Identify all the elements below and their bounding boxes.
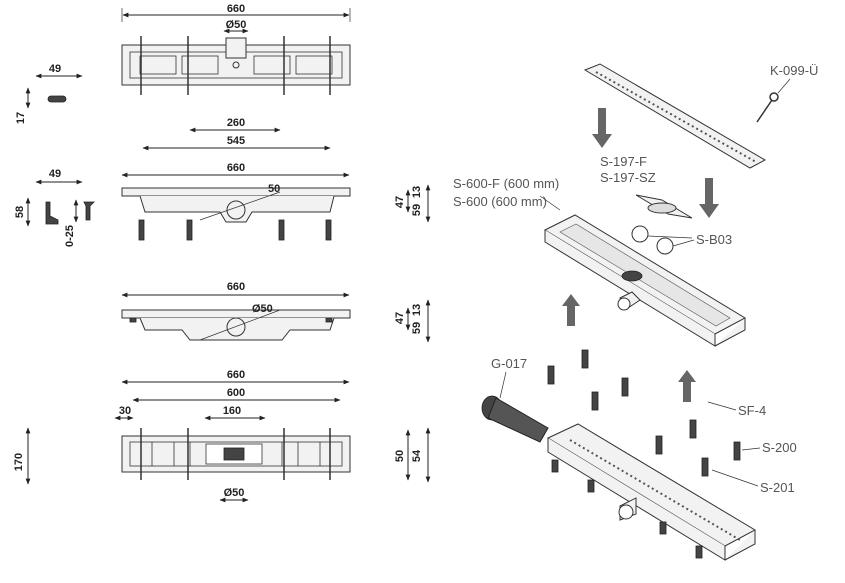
- dim-bottom-54: 54: [411, 449, 423, 462]
- label-sf4: SF-4: [738, 403, 766, 418]
- dim-top-outlet: Ø50: [226, 19, 247, 31]
- label-s201: S-201: [760, 480, 795, 495]
- assembled-channel: [546, 423, 757, 547]
- dim-side2-660: 660: [227, 281, 245, 293]
- label-k099: K-099-Ü: [770, 63, 818, 78]
- arrow-down-icon: [592, 108, 612, 148]
- bottom-view: 660 600 30 160 Ø50 170: [13, 369, 351, 503]
- side-view-1: 260 545 660 50: [121, 117, 351, 241]
- dim-side1-13: 13: [411, 186, 423, 198]
- dim-bottom-160: 160: [223, 405, 241, 417]
- dim-side2-47: 47: [394, 312, 406, 324]
- label-sb03: S-B03: [696, 232, 732, 247]
- clip-detail-side: 49 58 0-25: [14, 168, 95, 247]
- dim-bottom-50: 50: [394, 450, 406, 462]
- dim-bottom-30: 30: [119, 405, 131, 417]
- label-s200: S-200: [762, 440, 797, 455]
- label-s600: S-600 (600 mm): [453, 194, 547, 209]
- dim-bottom-600: 600: [227, 387, 245, 399]
- dim-side1-660: 660: [227, 162, 245, 174]
- dim-side2-13: 13: [411, 304, 423, 316]
- dim-260: 260: [227, 117, 245, 129]
- dim-side1-47: 47: [394, 196, 406, 208]
- dim-top-660: 660: [227, 3, 245, 15]
- dim-clip-49: 49: [49, 63, 61, 75]
- clip-detail-top: 49 17: [15, 63, 83, 124]
- dim-clip2-49: 49: [49, 168, 61, 180]
- dim-side2-59: 59: [411, 322, 423, 334]
- dim-clip-17: 17: [15, 112, 27, 124]
- dim-side2-outlet: Ø50: [252, 303, 273, 315]
- dim-clip-0-25: 0-25: [64, 225, 76, 247]
- side1-height-dims: 47 59 13: [394, 184, 431, 223]
- bottom-height-dims: 50 54: [394, 427, 431, 483]
- top-view: 660 Ø50: [121, 3, 351, 95]
- side2-height-dims: 47 59 13: [394, 299, 431, 343]
- feet-group: [547, 349, 741, 477]
- dim-bottom-170: 170: [13, 453, 25, 471]
- key-icon: [769, 92, 779, 102]
- label-g017: G-017: [491, 356, 527, 371]
- side-view-2: 660 Ø50: [121, 281, 351, 341]
- label-s197f: S-197-F: [600, 154, 647, 169]
- label-s197sz: S-197-SZ: [600, 170, 656, 185]
- dim-545: 545: [227, 135, 245, 147]
- exploded-view: K-099-Ü S-197-F S-197-SZ S-B03 S-600-F (…: [453, 63, 818, 561]
- dim-clip-58: 58: [14, 206, 26, 218]
- label-s600f: S-600-F (600 mm): [453, 176, 559, 191]
- dim-bottom-660: 660: [227, 369, 245, 381]
- dim-side1-59: 59: [411, 204, 423, 216]
- dim-bottom-outlet: Ø50: [224, 487, 245, 499]
- arrow-down-icon: [699, 178, 719, 218]
- arrow-up-icon: [678, 370, 696, 402]
- dim-side1-outlet: 50: [268, 183, 280, 195]
- arrow-up-icon: [562, 294, 580, 326]
